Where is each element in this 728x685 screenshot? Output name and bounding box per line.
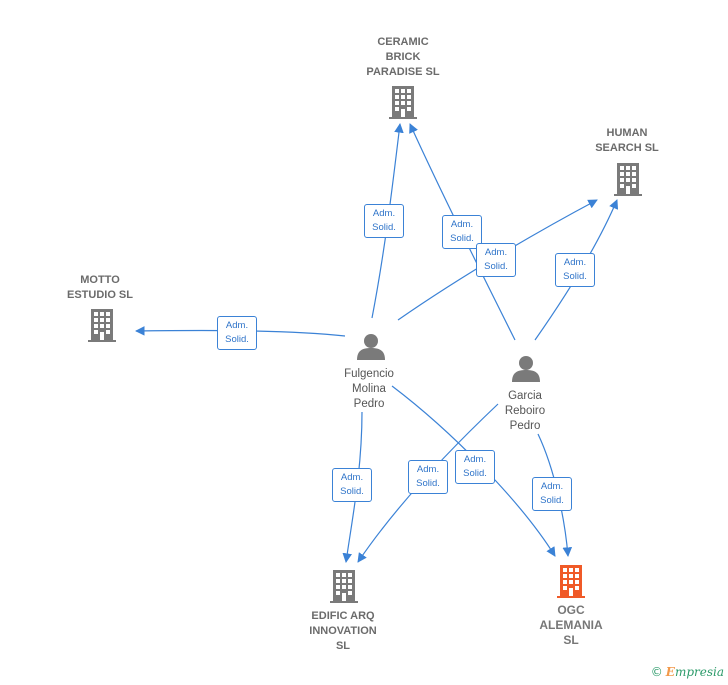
edge-label-garcia-edific: Adm. Solid. — [408, 460, 448, 494]
node-label-motto[interactable]: MOTTO ESTUDIO SL — [66, 274, 133, 301]
person-icon-garcia[interactable] — [512, 356, 540, 382]
edge-label-fulgencio-ceramic: Adm. Solid. — [364, 204, 404, 238]
empresia-watermark: ©Empresia — [651, 665, 724, 679]
copyright-icon: © — [650, 665, 663, 679]
node-label-edific[interactable]: EDIFIC ARQ INNOVATION SL — [309, 610, 377, 652]
edge-label-garcia-ogc: Adm. Solid. — [532, 477, 572, 511]
edge-label-fulgencio-motto: Adm. Solid. — [217, 316, 257, 350]
building-icon-human[interactable] — [614, 163, 642, 196]
edge-label-garcia-ceramic: Adm. Solid. — [442, 215, 482, 249]
node-label-garcia[interactable]: Garcia Reboiro Pedro — [504, 390, 546, 432]
person-icon-fulgencio[interactable] — [357, 334, 385, 360]
node-label-ogc[interactable]: OGC ALEMANIA SL — [539, 603, 603, 647]
building-icon-motto[interactable] — [88, 309, 116, 342]
edge-label-garcia-human: Adm. Solid. — [555, 253, 595, 287]
building-icon-ceramic[interactable] — [389, 86, 417, 119]
brand-name: mpresia — [674, 665, 724, 679]
edge-label-fulgencio-ogc: Adm. Solid. — [455, 450, 495, 484]
building-icon-ogc[interactable] — [557, 565, 585, 598]
node-label-ceramic[interactable]: CERAMIC BRICK PARADISE SL — [366, 36, 440, 78]
edge-label-fulgencio-human: Adm. Solid. — [476, 243, 516, 277]
brand-initial: E — [665, 665, 675, 679]
building-icon-edific[interactable] — [330, 570, 358, 603]
edge-label-fulgencio-edific: Adm. Solid. — [332, 468, 372, 502]
node-label-human[interactable]: HUMAN SEARCH SL — [595, 127, 659, 154]
node-label-fulgencio[interactable]: Fulgencio Molina Pedro — [344, 368, 394, 410]
